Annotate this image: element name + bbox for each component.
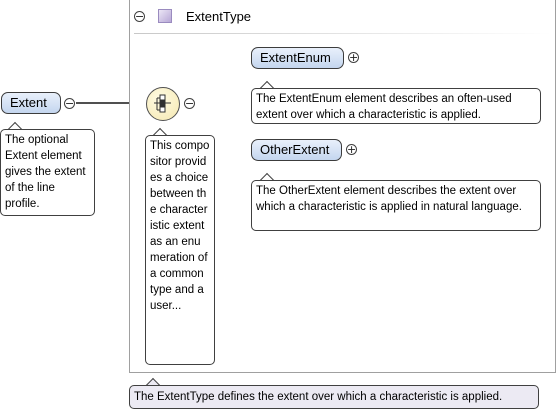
collapse-icon[interactable]: − [134,10,145,23]
extent-description: The optional Extent element gives the ex… [0,129,95,216]
otherextent-description: The OtherExtent element describes the ex… [251,180,541,231]
type-description-text: The ExtentType defines the extent over w… [134,391,503,403]
collapse-icon[interactable]: − [64,97,75,110]
complex-type-icon [158,9,172,23]
type-description: The ExtentType defines the extent over w… [129,385,539,409]
otherextent-description-text: The OtherExtent element describes the ex… [256,185,522,213]
type-header-divider [134,33,552,34]
choice-compositor-icon[interactable] [146,87,180,121]
element-otherextent[interactable]: OtherExtent [251,139,342,161]
type-title: ExtentType [186,9,252,24]
extent-description-text: The optional Extent element gives the ex… [5,134,86,210]
extentenum-description-text: The ExtentEnum element describes an ofte… [256,93,512,121]
expand-icon[interactable]: + [346,143,357,156]
extentenum-description: The ExtentEnum element describes an ofte… [251,88,541,124]
element-extent[interactable]: Extent [1,92,61,114]
element-extentenum-label: ExtentEnum [260,50,331,65]
expand-icon[interactable]: + [348,51,359,64]
compositor-description-text: This compositor provides a choice betwee… [150,140,210,312]
element-extent-label: Extent [10,95,47,110]
collapse-icon[interactable]: − [184,97,195,110]
compositor-description: This compositor provides a choice betwee… [145,135,215,365]
choice-glyph [154,94,171,113]
element-otherextent-label: OtherExtent [260,142,330,157]
element-extentenum[interactable]: ExtentEnum [251,47,344,69]
